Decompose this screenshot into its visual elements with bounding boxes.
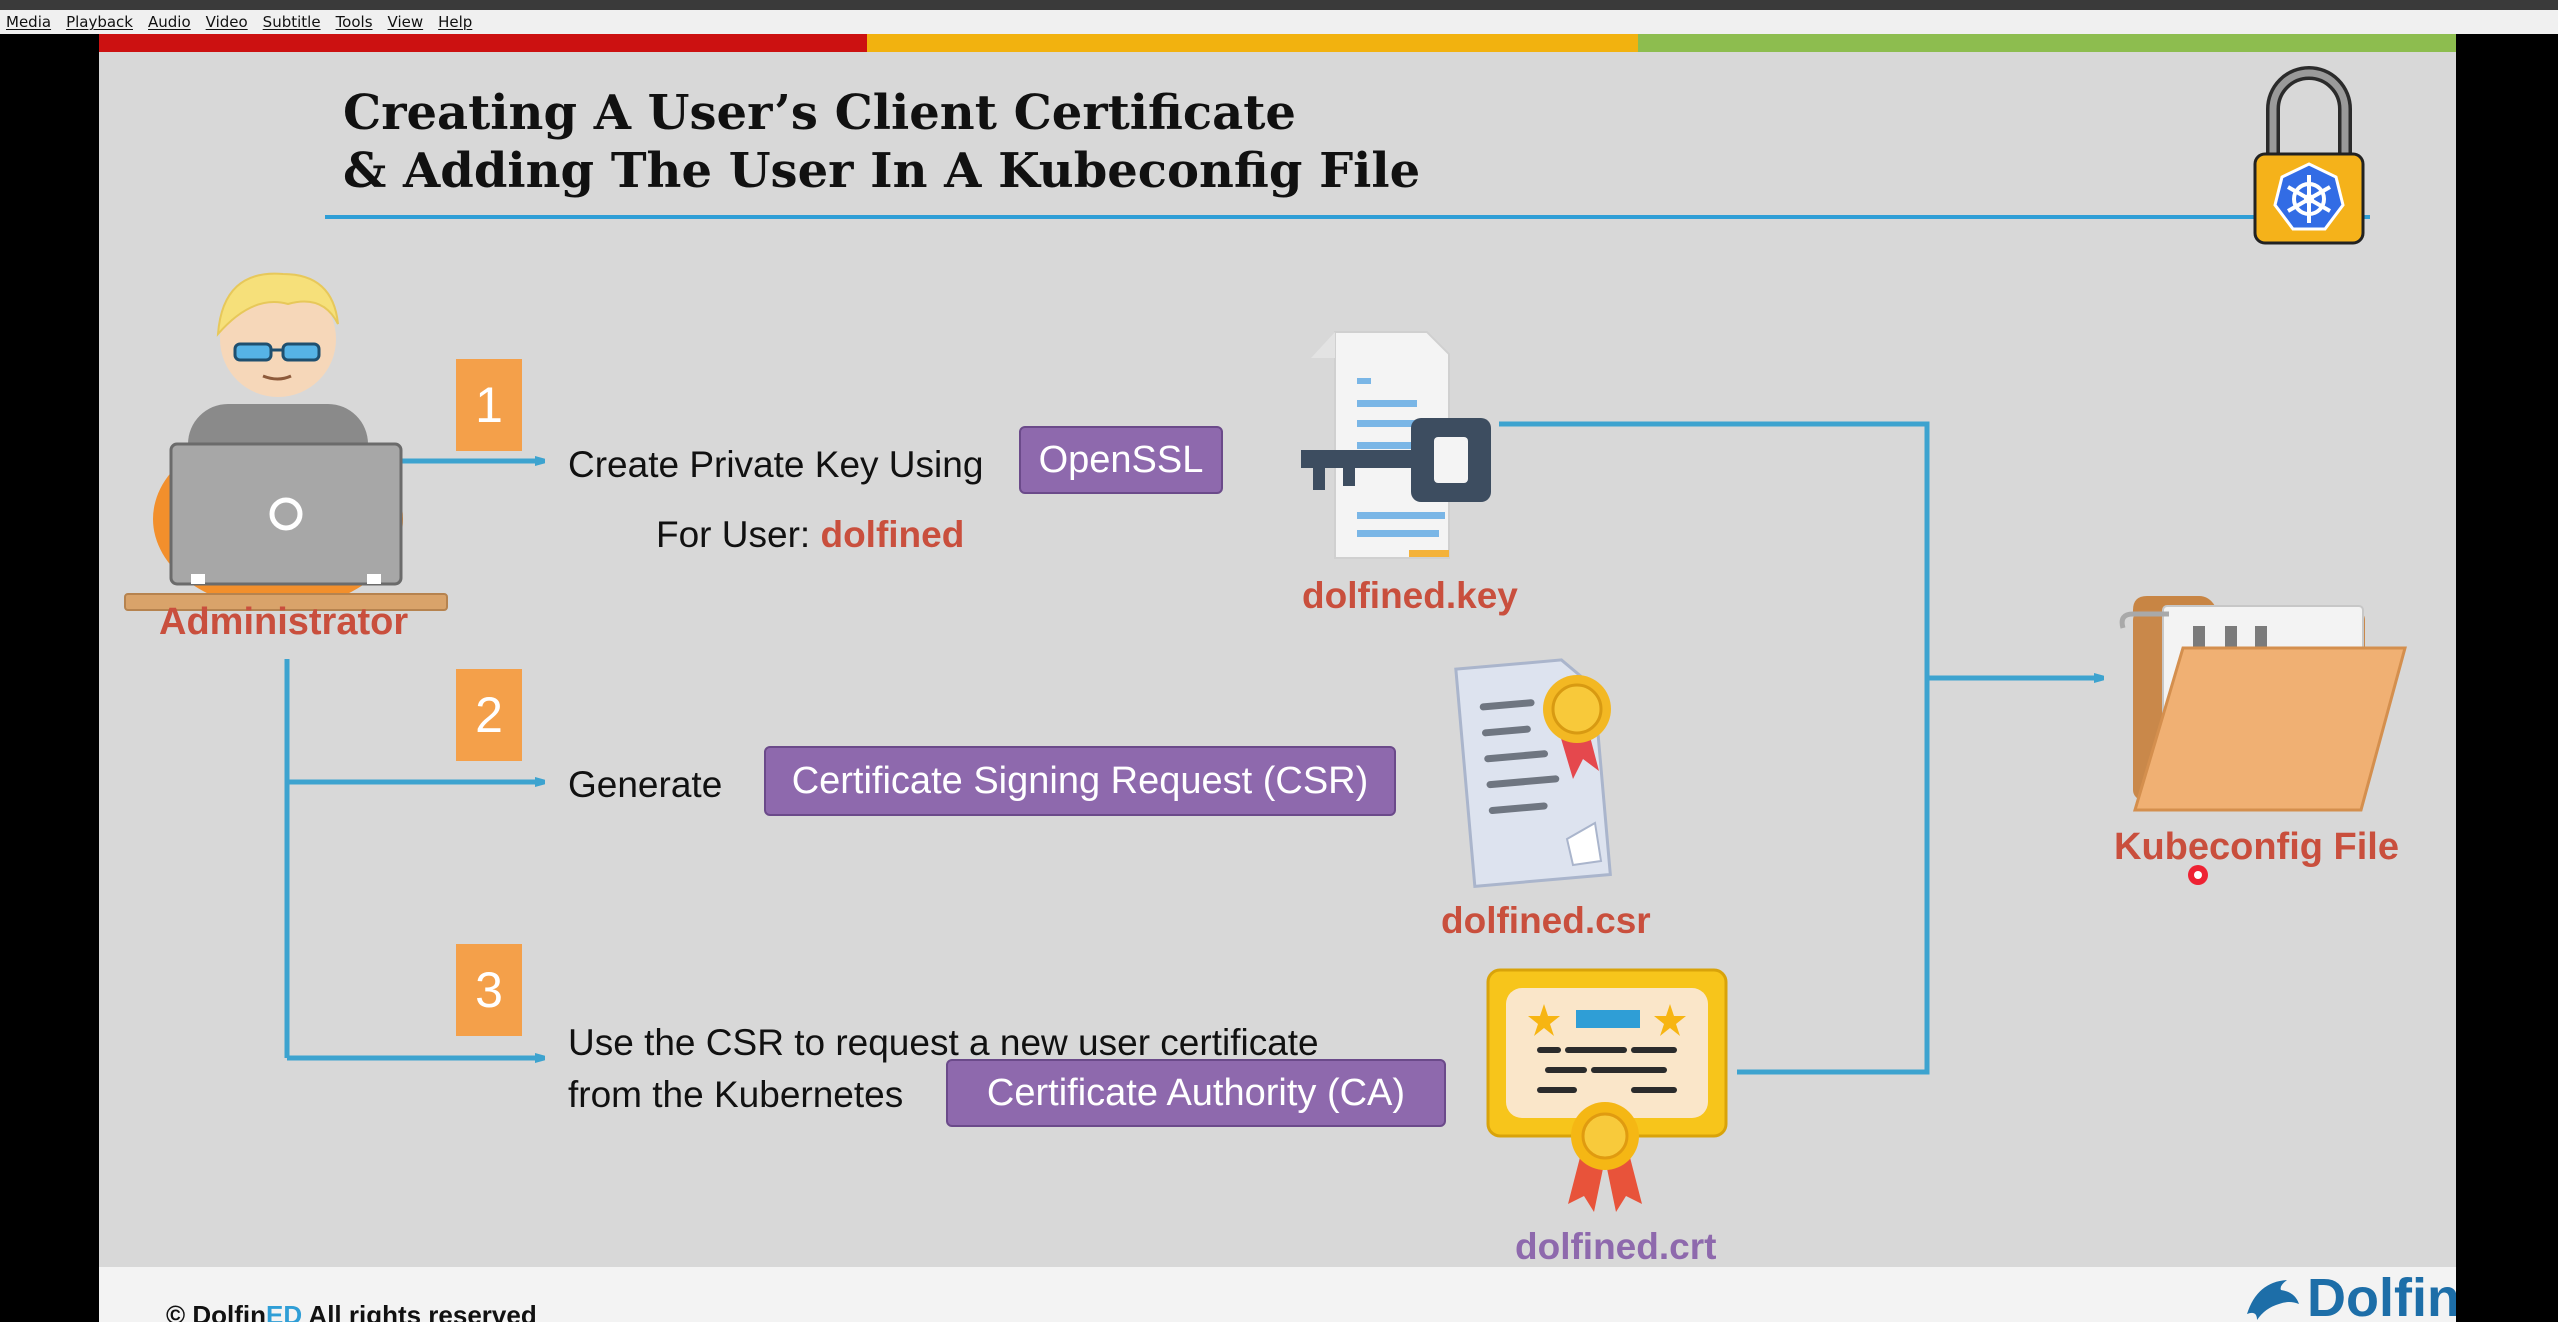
menu-media[interactable]: Media [6,13,52,31]
menu-view[interactable]: View [387,13,424,31]
csr-file-label: dolfined.csr [1441,900,1651,941]
top-color-strip-yellow [867,34,1638,52]
slide-footer [99,1267,2456,1322]
step-1-badge: 1 [456,359,522,451]
menu-tools[interactable]: Tools [335,13,373,31]
step-3-text-line2: from the Kubernetes [568,1074,904,1115]
window-top-strip [0,0,2558,10]
administrator-label: Administrator [159,601,409,643]
kubeconfig-label: Kubeconfig File [2114,826,2399,868]
menu-video[interactable]: Video [205,13,248,31]
menu-bar: Media Playback Audio Video Subtitle Tool… [0,10,2558,34]
top-color-strip-red [99,34,867,52]
brand-text: DolfinED [2307,1271,2456,1322]
menu-audio[interactable]: Audio [148,13,191,31]
crt-file-label: dolfined.crt [1515,1226,1717,1267]
menu-subtitle[interactable]: Subtitle [262,13,321,31]
step-1-subtext: For User: dolfined [656,514,964,556]
slide-title-line1: Creating A User’s Client Certificate [343,85,1296,141]
flow-connectors [284,421,2456,1075]
slide-title-line2: & Adding The User In A Kubeconfig File [343,143,1421,199]
csr-tag: Certificate Signing Request (CSR) [764,746,1396,816]
csr-document-icon [1454,658,1612,888]
kubeconfig-folder-icon [2119,596,2407,812]
brand-logo: DolfinED [2243,1271,2456,1322]
title-underline [325,215,2370,219]
brand-main: Dolfin [2307,1268,2456,1322]
copyright-ed: ED [266,1300,303,1322]
menu-help[interactable]: Help [438,13,473,31]
ca-tag: Certificate Authority (CA) [946,1059,1446,1127]
slide-title: Creating A User’s Client Certificate & A… [343,84,1420,200]
step-2-text: Generate [568,764,723,805]
video-slide[interactable]: Creating A User’s Client Certificate & A… [99,34,2456,1322]
username-value: dolfined [820,514,965,555]
top-color-strip-green [1638,34,2456,52]
copyright-suffix: All rights reserved [302,1300,537,1322]
administrator-avatar [124,272,448,611]
key-file-label: dolfined.key [1302,575,1518,616]
openssl-tag: OpenSSL [1019,426,1223,494]
step-3-badge: 3 [456,944,522,1036]
step-3-text-line1: Use the CSR to request a new user certif… [568,1022,1319,1063]
for-user-label: For User: [656,514,811,555]
copyright-prefix: © Dolfin [166,1300,267,1322]
recording-cursor-marker [2188,865,2208,885]
dolphin-icon [2247,1280,2299,1320]
menu-playback[interactable]: Playback [66,13,133,31]
private-key-file-icon [1301,331,1491,559]
kubernetes-lock-icon [2253,66,2365,245]
step-1-text: Create Private Key Using [568,444,984,485]
step-2-badge: 2 [456,669,522,761]
copyright-text: © DolfinED All rights reserved [166,1300,537,1322]
certificate-icon [1486,968,1728,1212]
